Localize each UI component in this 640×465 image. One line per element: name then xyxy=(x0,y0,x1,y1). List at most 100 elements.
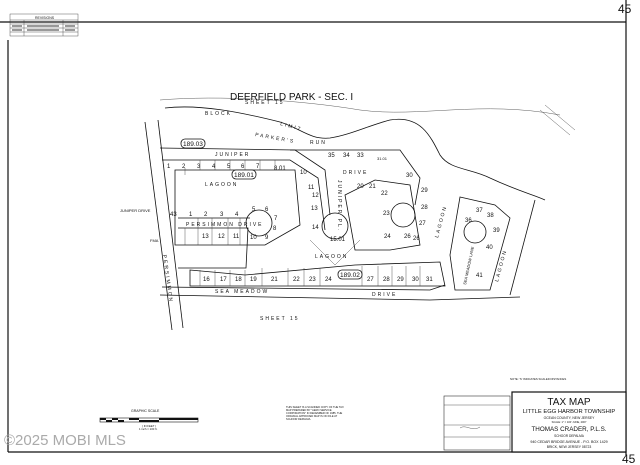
lot-number: 29 xyxy=(397,277,404,283)
street-label-sea-meadow: SEA MEADOW xyxy=(215,289,269,295)
lot-number: 3 xyxy=(220,212,224,218)
lot-number: 26 xyxy=(413,236,420,242)
street-label-juniper-pl: JUNIPER PL. xyxy=(336,180,342,232)
title-block-scale-date: SCALE: 1" = 100' JUNE, 2007 xyxy=(552,420,587,424)
revisions-table: REVISIONS xyxy=(9,13,79,37)
lot-number: 6 xyxy=(265,207,269,213)
lot-number: 22 xyxy=(293,277,300,283)
watermark: ©2025 MOBI MLS xyxy=(4,432,126,449)
map-title: DEERFIELD PARK - SEC. I xyxy=(230,92,353,103)
sheet-number-top: 45 xyxy=(618,2,632,16)
title-block-county: OCEAN COUNTY, NEW JERSEY xyxy=(544,416,596,420)
lot-number: 1 xyxy=(189,212,193,218)
street-label-block: BLOCK xyxy=(205,111,232,117)
lagoon-label-1: LAGOON xyxy=(205,182,238,188)
street-label-persimmon-drive: PERSIMMON DRIVE xyxy=(186,222,264,228)
street-label-sea-meadow-drive: DRIVE xyxy=(372,292,397,298)
lot-number: 23 xyxy=(309,277,316,283)
scale-ratio: 1 inch = 100 ft. xyxy=(139,427,158,431)
street-label-sea-meadow-lane: SEA MEADOW LANE xyxy=(462,246,475,285)
street-label-persimmon: PERSIMMON xyxy=(161,254,174,303)
scaled-distances-note: NOTE: 'S' INDICATES SCALED DISTANCES xyxy=(510,377,566,381)
lot-number: 5 xyxy=(252,207,256,213)
lot-number: 5 xyxy=(227,164,231,170)
lot-number: 17 xyxy=(220,277,227,283)
lot-number: 2 xyxy=(182,164,186,170)
street-label-limit: LIMIT xyxy=(279,121,303,133)
lot-number: 41 xyxy=(476,273,483,279)
lot-number: 4 xyxy=(235,212,239,218)
lot-number: 11 xyxy=(308,185,315,191)
lot-number: 12 xyxy=(312,193,319,199)
lot-number: 36 xyxy=(465,218,472,224)
lot-number: 10 xyxy=(300,170,307,176)
lot-number: 8 xyxy=(273,226,277,232)
lot-number: 37 xyxy=(476,208,483,214)
lot-number: 39 xyxy=(493,228,500,234)
lagoon-label-4: LAGOON xyxy=(494,249,508,283)
lot-number: 34 xyxy=(343,153,350,159)
streets xyxy=(144,119,536,331)
street-label-run: RUN xyxy=(310,140,327,146)
block-badge: 189.01 xyxy=(234,172,254,179)
lot-number: 28 xyxy=(421,205,428,211)
revisions-title: REVISIONS xyxy=(35,16,55,20)
lot-number: 10 xyxy=(250,235,257,241)
lot-numbers: 1 2 3 4 5 6 7 8.01 43 1 2 3 4 5 6 7 8 9 … xyxy=(167,153,500,283)
block-badge: 189.03 xyxy=(183,141,203,148)
title-block-address: 940 CEDAR BRIDGE AVENUE - P.O. BOX 1429 xyxy=(530,440,607,444)
title-block-township: LITTLE EGG HARBOR TOWNSHIP xyxy=(523,409,616,415)
lot-number: 27 xyxy=(367,277,374,283)
lot-number: 11 xyxy=(233,234,240,240)
approval-block xyxy=(443,395,511,451)
scale-title: GRAPHIC SCALE xyxy=(131,409,160,413)
lot-number: 22 xyxy=(381,191,388,197)
lot-number: 30 xyxy=(406,173,413,179)
block-badge: 189.02 xyxy=(340,272,360,279)
lot-number: 43 xyxy=(170,212,177,218)
lagoon-label-2: LAGOON xyxy=(315,254,348,260)
title-block: TAX MAP LITTLE EGG HARBOR TOWNSHIP OCEAN… xyxy=(511,391,627,453)
lot-number: 35 xyxy=(328,153,335,159)
lot-number: 9 xyxy=(265,235,269,241)
lot-number: 27 xyxy=(419,221,426,227)
street-label-juniper: JUNIPER xyxy=(215,152,250,158)
sheet-ref-bottom: SHEET 15 xyxy=(260,316,300,322)
lot-number: 31.01 xyxy=(377,156,388,161)
street-label-juniper-drive: JUNIPER DRIVE xyxy=(120,208,151,213)
lot-number: 23 xyxy=(383,211,390,217)
title-block-firm: SCHOOR DEPALMA xyxy=(554,434,585,438)
graphic-scale: GRAPHIC SCALE ( IN FEET ) 1 inch = 100 f… xyxy=(99,409,199,431)
lot-number: 30 xyxy=(412,277,419,283)
shoreline xyxy=(159,97,576,201)
lot-number: 7 xyxy=(274,216,278,222)
lot-number: 14 xyxy=(312,225,319,231)
block-badges: 189.03 189.01 189.02 xyxy=(180,138,363,280)
lot-number: 19 xyxy=(250,277,257,283)
lot-number: 33 xyxy=(357,153,364,159)
street-label-parkers: PARKER'S xyxy=(255,132,296,145)
lot-number: 7 xyxy=(256,164,260,170)
lot-number: 3 xyxy=(197,164,201,170)
fma-label: FMA xyxy=(150,238,159,243)
street-label-drive: DRIVE xyxy=(343,170,368,176)
lot-number: 24 xyxy=(384,234,391,240)
lot-number: 24 xyxy=(325,277,332,283)
lot-number: 21 xyxy=(369,184,376,190)
lot-number: 18 xyxy=(235,277,242,283)
lot-number: 31 xyxy=(426,277,433,283)
lot-number: 16 xyxy=(203,277,210,283)
lot-number: 20 xyxy=(357,184,364,190)
lot-number: 40 xyxy=(486,245,493,251)
scan-note: THIS SHEET IS A SCANNED COPY OF THE TAX … xyxy=(286,406,344,421)
lot-number: 1 xyxy=(167,164,171,170)
lot-number: 13 xyxy=(202,234,209,240)
lot-number: 6 xyxy=(241,164,245,170)
lot-number: 38 xyxy=(487,213,494,219)
sheet-number-bottom: 45 xyxy=(622,452,636,465)
title-block-city: BRICK, NEW JERSEY 08723 xyxy=(547,445,592,449)
sheet-ref-top: SHEET 15 xyxy=(245,100,285,106)
lot-number: 29 xyxy=(421,188,428,194)
lot-number: 12 xyxy=(218,234,225,240)
